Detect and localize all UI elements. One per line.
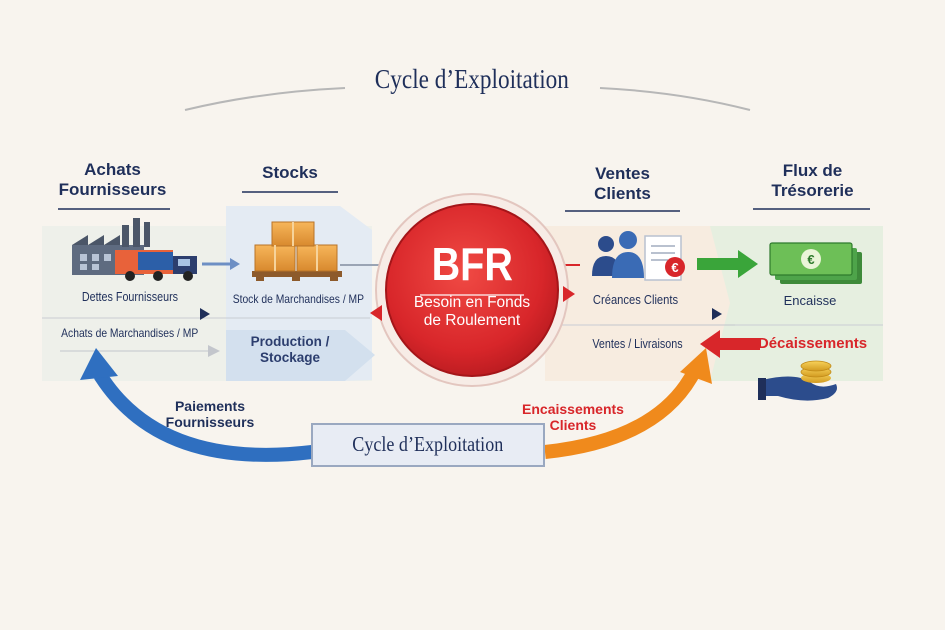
bottom-banner — [311, 423, 545, 467]
stock-marchandises-label: Stock de Marchandises / MP — [232, 292, 364, 306]
bfr-arrow-left — [370, 305, 382, 321]
pointer-dettes — [200, 308, 210, 320]
pointer-achats — [208, 345, 220, 357]
red-arrow-icon — [700, 330, 760, 358]
achats-marchandises-label: Achats de Marchandises / MP — [61, 326, 199, 340]
pointer-creances — [712, 308, 722, 320]
boxes-icon — [252, 221, 342, 281]
col-stocks-label: Stocks — [262, 163, 318, 182]
diagram-title: Cycle d’Exploitation — [374, 64, 570, 94]
col-achats-label: Achats Fournisseurs — [58, 160, 167, 199]
orange-arrowhead — [680, 348, 712, 384]
col-ventes-label: Ventes Clients — [594, 164, 651, 203]
production-label: Production / Stockage — [250, 334, 330, 365]
blue-cycle-arrow — [94, 371, 313, 462]
green-arrow-icon — [697, 250, 758, 278]
factory-icon — [72, 218, 150, 275]
truck-icon — [115, 250, 197, 281]
dettes-label: Dettes Fournisseurs — [81, 290, 179, 304]
creances-label: Créances Clients — [592, 292, 678, 307]
orange-cycle-arrow — [544, 366, 702, 459]
bfr-circle — [385, 203, 559, 377]
encaisse-label: Encaisse — [783, 293, 837, 308]
encaissements-label: Encaissements Clients — [522, 401, 624, 434]
col-flux-label: Flux de Trésorerie — [771, 161, 854, 200]
blue-arrowhead — [80, 348, 118, 380]
decaissements-label: Décaissements — [757, 335, 868, 352]
bfr-arrow-right — [563, 286, 575, 302]
production-chevron — [226, 330, 375, 381]
svg-text:€: € — [807, 252, 814, 267]
paiements-label: Paiements Fournisseurs — [165, 398, 255, 431]
title-arc-left — [184, 87, 346, 111]
hand-coins-icon — [758, 360, 837, 401]
title-arc-right — [599, 87, 751, 111]
bottom-banner-label: Cycle d’Exploitation — [352, 432, 504, 456]
bfr-full-label: Besoin en Fonds de Roulement — [413, 294, 531, 329]
euro-symbol: € — [671, 260, 678, 275]
banknotes-icon: € — [769, 242, 862, 284]
ventes-livraisons-label: Ventes / Livraisons — [592, 337, 683, 351]
bfr-acronym: BFR — [431, 238, 513, 290]
clients-icon — [592, 231, 644, 278]
euro-coin-icon — [665, 257, 685, 277]
